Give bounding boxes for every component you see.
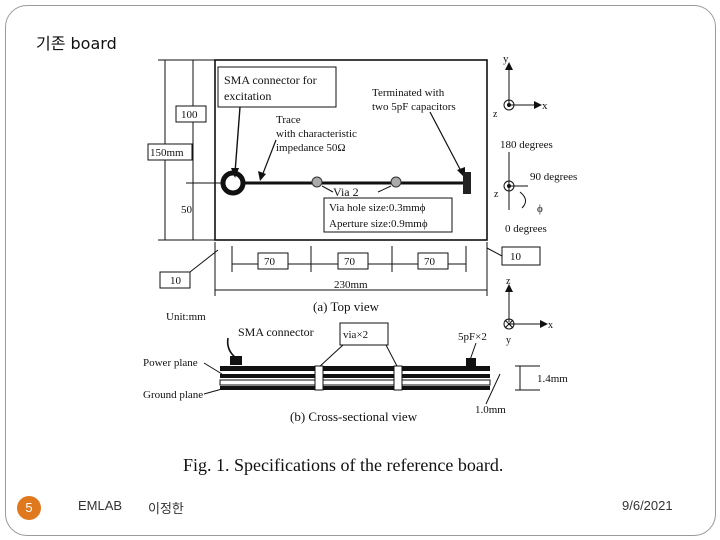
cs-ground-plane — [220, 386, 490, 390]
footer-date: 9/6/2021 — [622, 498, 673, 513]
via-1 — [311, 176, 323, 188]
deg-0-label: 0 degrees — [505, 223, 547, 235]
cs-thickness-10: 1.0mm — [475, 404, 506, 416]
axis-x3-label: x — [548, 320, 553, 331]
axis-x-label: x — [542, 100, 548, 112]
dim-10-right: 10 — [510, 251, 522, 263]
sma-connector — [220, 170, 246, 196]
dim-70-a: 70 — [264, 256, 276, 268]
via-label: Via 2 — [333, 185, 359, 199]
axis-z3-label: z — [506, 276, 511, 287]
cs-trace-layer — [220, 366, 490, 371]
aperture-size: Aperture size:0.9mmϕ — [329, 218, 428, 230]
top-view-subcaption: (a) Top view — [313, 299, 380, 314]
cs-power-plane — [220, 374, 490, 378]
cs-power-label: Power plane — [143, 357, 198, 369]
axis-z-label: z — [493, 109, 498, 120]
board-outline — [214, 59, 488, 241]
slide-frame — [5, 5, 716, 536]
dim-70-b: 70 — [344, 256, 356, 268]
via-spec-box — [323, 197, 453, 233]
dim-70-c: 70 — [424, 256, 436, 268]
unit-label: Unit:mm — [166, 311, 206, 323]
footer-author: 이정한 — [148, 501, 184, 516]
terminated-label-line1: Terminated with — [372, 87, 445, 99]
dim-150: 150mm — [150, 147, 184, 159]
dim-50: 50 — [181, 204, 193, 216]
figure-caption: Fig. 1. Specifications of the reference … — [183, 455, 504, 475]
via-hole-size: Via hole size:0.3mmϕ — [329, 202, 426, 214]
cs-ground-label: Ground plane — [143, 389, 203, 401]
trace-label-line2: with characteristic — [276, 128, 357, 140]
dim-230: 230mm — [334, 279, 368, 291]
trace-arrow — [261, 139, 277, 177]
cs-sma-connector — [230, 356, 242, 365]
cs-via-label: via×2 — [343, 329, 368, 341]
dim-10-left: 10 — [170, 275, 182, 287]
deg-90-label: 90 degrees — [530, 171, 577, 183]
axis-y-label: y — [503, 53, 509, 65]
cross-section-subcaption: (b) Cross-sectional view — [290, 409, 418, 424]
cs-cap-label: 5pF×2 — [458, 331, 487, 343]
sma-label-line1: SMA connector for — [224, 73, 317, 87]
terminated-arrow — [429, 111, 463, 174]
trace-label-line1: Trace — [276, 114, 301, 126]
dim-100: 100 — [181, 109, 198, 121]
termination-capacitors — [463, 172, 471, 194]
axis-y3-label: y — [506, 335, 511, 346]
sma-label-box — [217, 66, 337, 108]
via-2 — [390, 176, 402, 188]
trace-label-line3: impedance 50Ω — [276, 142, 346, 154]
footer-lab: EMLAB — [78, 498, 123, 513]
sma-label-line2: excitation — [224, 89, 271, 103]
terminated-label-line2: two 5pF capacitors — [372, 101, 456, 113]
cs-thickness-14: 1.4mm — [537, 373, 568, 385]
phi-label: ϕ — [537, 203, 543, 215]
axis-z2-label: z — [494, 189, 499, 200]
cs-sma-label: SMA connector — [238, 325, 314, 339]
deg-180-label: 180 degrees — [500, 139, 553, 151]
slide-title: 기존 board — [36, 34, 117, 53]
page-number-badge: 5 — [17, 496, 41, 520]
sma-arrow — [234, 106, 241, 174]
